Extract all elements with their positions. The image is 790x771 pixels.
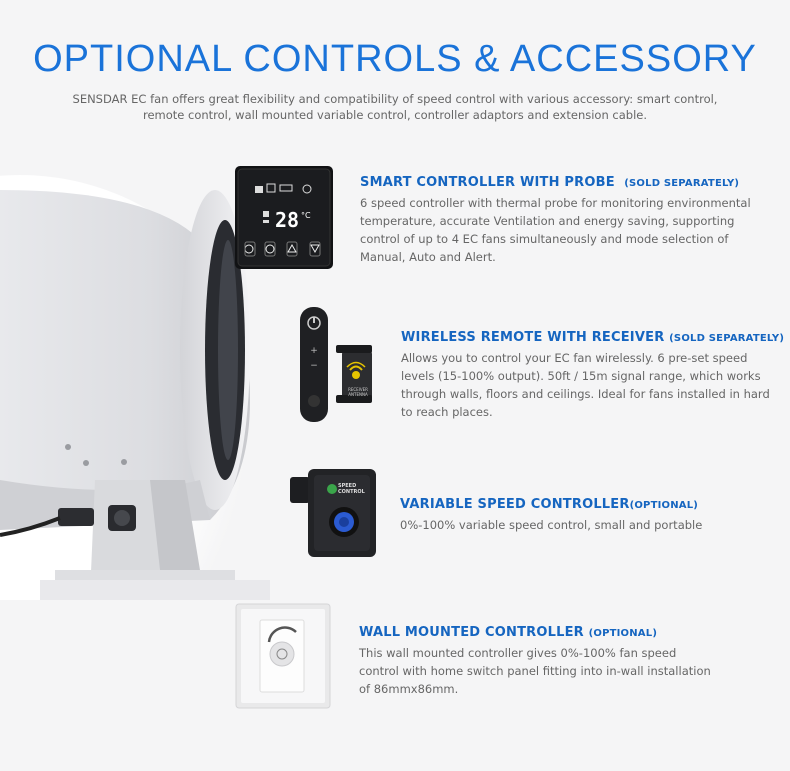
section-tag: (SOLD SEPARATELY) [669,333,785,344]
device-label: SPEED CONTROL [338,483,365,495]
ec-fan-image [0,175,270,771]
display-temperature: 28 [275,208,300,232]
section-wall-controller: WALL MOUNTED CONTROLLER (OPTIONAL) This … [359,625,719,698]
svg-text:−: − [310,361,318,371]
section-title: WIRELESS REMOTE WITH RECEIVER (SOLD SEPA… [401,330,785,345]
section-description: Allows you to control your EC fan wirele… [401,351,770,419]
receiver-label: RECEIVER ANTENNA [348,387,368,397]
section-description: 0%-100% variable speed control, small an… [400,518,703,532]
smart-controller-image: 28 °C [235,166,333,269]
section-variable-speed-controller: VARIABLE SPEED CONTROLLER(OPTIONAL) 0%-1… [400,497,780,534]
section-description: This wall mounted controller gives 0%-10… [359,646,711,696]
section-tag: (SOLD SEPARATELY) [624,178,740,189]
page-title: OPTIONAL CONTROLS & ACCESSORY [33,38,757,80]
section-tag: (OPTIONAL) [629,500,699,511]
section-smart-controller: SMART CONTROLLER WITH PROBE (SOLD SEPARA… [360,175,760,266]
section-description: 6 speed controller with thermal probe fo… [360,196,751,264]
section-wireless-remote: WIRELESS REMOTE WITH RECEIVER (SOLD SEPA… [401,330,785,421]
section-tag: (OPTIONAL) [588,628,658,639]
fan-illustration [0,150,270,771]
wireless-remote-image: + − RECEIVER ANTENNA [296,305,376,425]
display-unit: °C [301,211,311,220]
svg-text:+: + [310,346,318,356]
page-subtitle: SENSDAR EC fan offers great flexibility … [72,92,718,122]
section-title: WALL MOUNTED CONTROLLER (OPTIONAL) [359,625,658,640]
section-title: VARIABLE SPEED CONTROLLER(OPTIONAL) [400,497,699,512]
variable-speed-controller-image: SPEED CONTROL [290,465,380,560]
wall-controller-image [234,602,332,712]
section-title: SMART CONTROLLER WITH PROBE (SOLD SEPARA… [360,175,740,190]
